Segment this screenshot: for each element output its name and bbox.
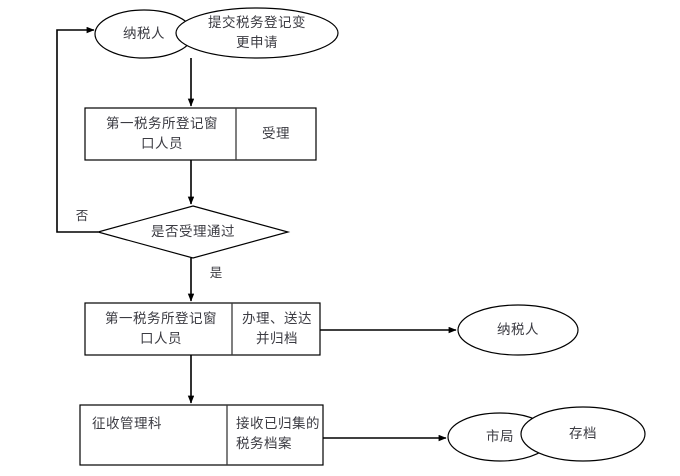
node-office-staff-2-label: 第一税务所登记窗 口人员 [105,311,217,347]
node-submit-request-label: 提交税务登记变 更申请 [208,15,306,51]
node-submit-request-shape [175,7,339,59]
edge-label-yes: 是 [209,265,223,280]
node-taxpayer-end-label: 纳税人 [497,322,539,338]
node-taxpayer-end-shape [457,304,579,356]
node-collection-dept-label: 征收管理科 [92,416,162,432]
node-office-staff-1-shape [84,107,317,161]
node-collection-dept-shape [79,404,324,466]
node-archive-shape [520,406,646,462]
edge-label-no: 否 [75,208,89,223]
node-handle-deliver-file-label: 办理、送达 并归档 [242,311,312,347]
node-taxpayer-start-label: 纳税人 [123,26,165,42]
node-archive-label: 存档 [569,426,597,442]
node-city-bureau-label: 市局 [486,429,514,445]
node-office-staff-2-shape [84,302,321,356]
node-receive-archive-label: 接收已归集的 税务档案 [236,416,320,452]
edge-decision-no-loopback [56,26,98,233]
node-decision-accept-label: 是否受理通过 [151,224,235,240]
node-decision-accept-shape [95,205,291,259]
node-accept-action-label: 受理 [262,126,290,142]
node-office-staff-1-label: 第一税务所登记窗 口人员 [106,116,218,152]
